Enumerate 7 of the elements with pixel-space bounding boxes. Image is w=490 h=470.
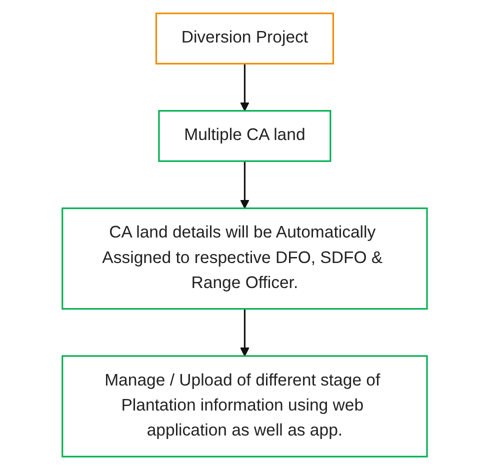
arrow: [240, 308, 250, 356]
arrow: [240, 64, 250, 112]
node-box: Manage / Upload of different stage of Plantation information using web application as well as app.: [62, 355, 428, 458]
node-box: CA land details will be Automatically Assigned to respective DFO, SDFO & Range Officer.: [62, 208, 428, 310]
arrow: [240, 161, 250, 209]
node-box: Diversion Project: [156, 12, 334, 64]
node-box: Multiple CA land: [158, 110, 332, 162]
